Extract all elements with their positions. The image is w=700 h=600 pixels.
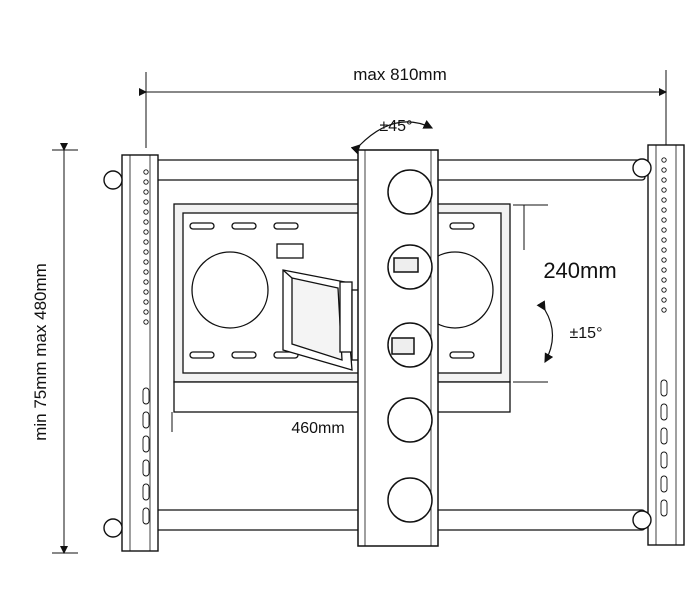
height-dimension: min 75mm max 480mm — [31, 143, 78, 554]
width-dimension: max 810mm — [139, 65, 667, 148]
horizontal-spacing-label: 460mm — [291, 420, 344, 437]
width-max-label: max 810mm — [353, 65, 447, 84]
center-arm — [357, 149, 439, 547]
horizontal-spacing-dimension: 460mm — [171, 412, 345, 437]
right-wall-upright — [632, 144, 685, 546]
left-wall-upright — [103, 154, 159, 552]
vertical-spacing-label: 240mm — [543, 258, 616, 283]
swivel-indicator: ±45° — [350, 118, 434, 155]
tilt-indicator: ±15° — [536, 300, 603, 364]
articulating-arm — [276, 243, 365, 371]
tilt-label: ±15° — [570, 325, 603, 342]
height-range-label: min 75mm max 480mm — [31, 263, 50, 441]
vertical-spacing-dimension: 240mm — [513, 204, 617, 383]
swivel-label: ±45° — [380, 118, 413, 135]
